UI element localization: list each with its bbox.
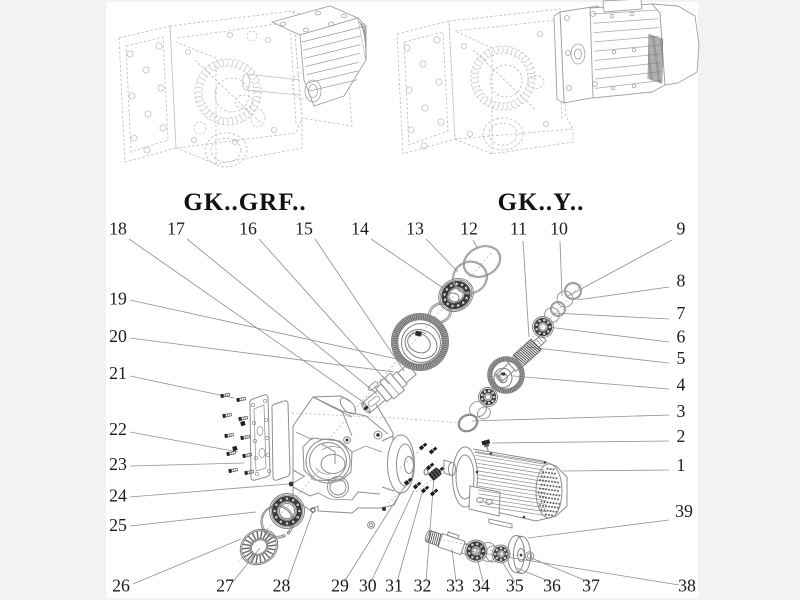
svg-text:39: 39 bbox=[675, 501, 693, 521]
svg-text:14: 14 bbox=[351, 219, 369, 239]
svg-text:37: 37 bbox=[582, 576, 600, 596]
svg-text:38: 38 bbox=[678, 576, 696, 596]
svg-text:30: 30 bbox=[359, 576, 377, 596]
svg-text:36: 36 bbox=[543, 576, 561, 596]
svg-text:4: 4 bbox=[677, 375, 686, 395]
svg-text:7: 7 bbox=[677, 303, 686, 323]
svg-text:26: 26 bbox=[112, 576, 130, 596]
svg-text:25: 25 bbox=[109, 515, 127, 535]
svg-text:20: 20 bbox=[109, 326, 127, 346]
svg-text:27: 27 bbox=[216, 576, 234, 596]
svg-text:GK..Y..: GK..Y.. bbox=[498, 189, 585, 216]
svg-text:24: 24 bbox=[109, 486, 127, 506]
svg-text:12: 12 bbox=[460, 219, 478, 239]
svg-text:9: 9 bbox=[677, 219, 686, 239]
svg-text:6: 6 bbox=[677, 327, 686, 347]
svg-text:23: 23 bbox=[109, 454, 127, 474]
svg-text:18: 18 bbox=[109, 219, 127, 239]
svg-text:35: 35 bbox=[506, 576, 524, 596]
svg-text:16: 16 bbox=[239, 219, 257, 239]
svg-text:29: 29 bbox=[331, 576, 349, 596]
svg-text:19: 19 bbox=[109, 289, 127, 309]
svg-text:28: 28 bbox=[273, 576, 291, 596]
svg-text:1: 1 bbox=[677, 455, 686, 475]
svg-text:11: 11 bbox=[510, 219, 527, 239]
svg-text:21: 21 bbox=[109, 363, 127, 383]
svg-text:13: 13 bbox=[406, 219, 424, 239]
svg-text:GK..GRF..: GK..GRF.. bbox=[183, 189, 306, 216]
svg-text:2: 2 bbox=[677, 426, 686, 446]
svg-text:10: 10 bbox=[550, 219, 568, 239]
svg-text:5: 5 bbox=[677, 348, 686, 368]
svg-text:33: 33 bbox=[446, 576, 464, 596]
svg-text:17: 17 bbox=[167, 219, 185, 239]
svg-text:22: 22 bbox=[109, 419, 127, 439]
svg-text:8: 8 bbox=[677, 271, 686, 291]
svg-text:15: 15 bbox=[295, 219, 313, 239]
svg-text:34: 34 bbox=[472, 576, 490, 596]
svg-text:32: 32 bbox=[414, 576, 432, 596]
svg-text:31: 31 bbox=[385, 576, 403, 596]
svg-text:3: 3 bbox=[677, 401, 686, 421]
